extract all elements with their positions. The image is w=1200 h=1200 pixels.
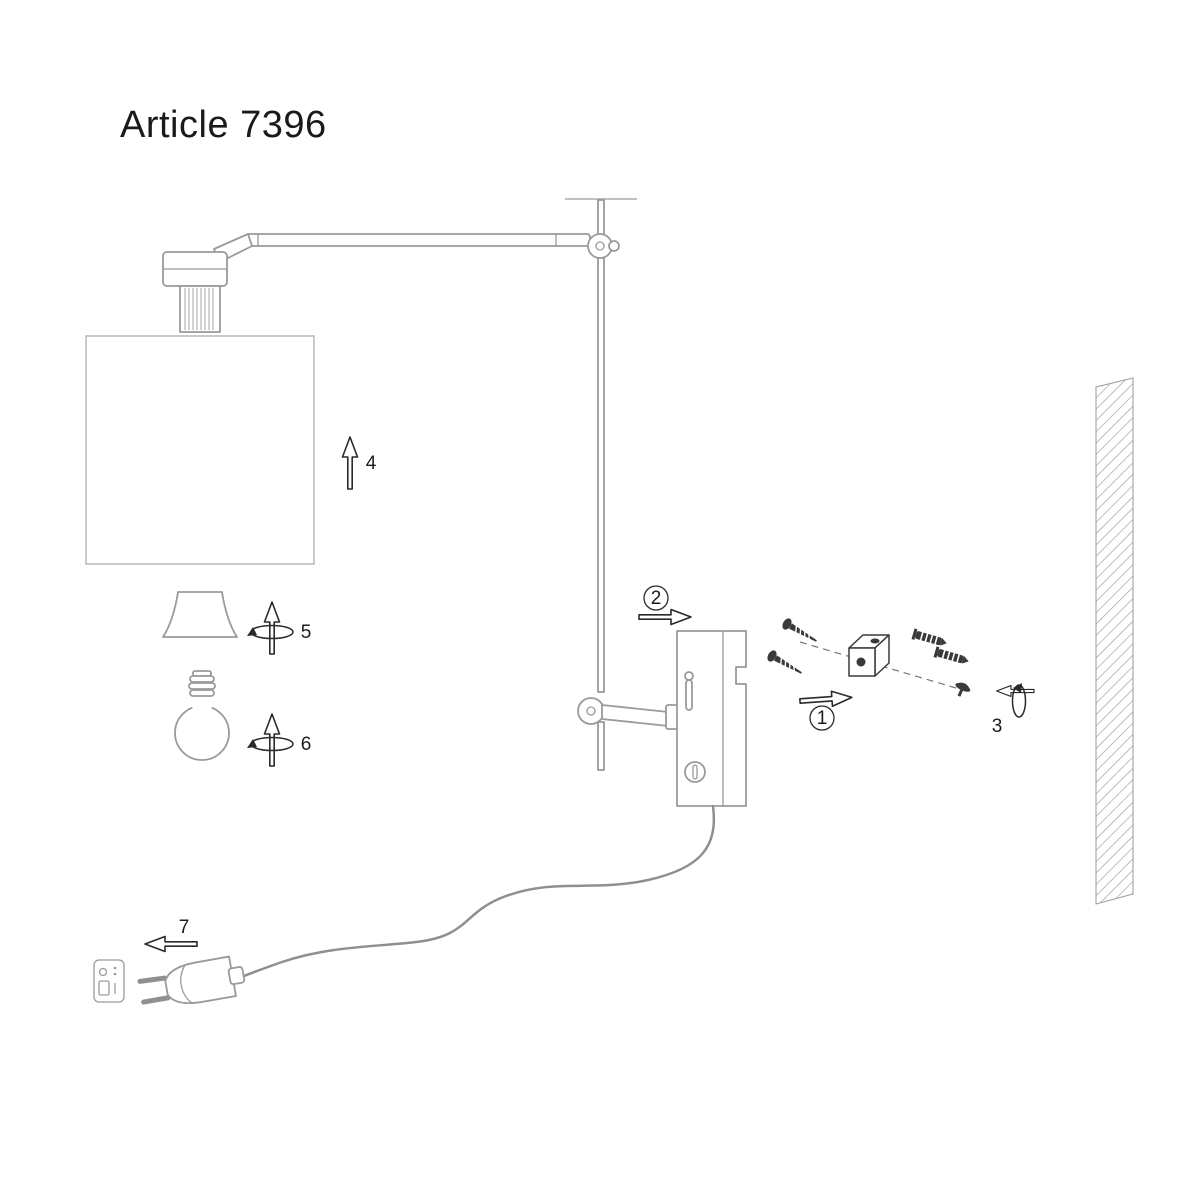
cap-nut-icon — [955, 682, 971, 697]
step-6-label: 6 — [301, 734, 312, 755]
power-knob — [684, 761, 706, 783]
inline-switch-icon — [93, 959, 125, 1003]
step-3-label: 3 — [992, 716, 1003, 737]
step-5-up-arrow-icon — [263, 601, 281, 655]
page-title: Article 7396 — [120, 104, 327, 146]
wall-anchor-icon — [933, 646, 969, 664]
step-4-label: 4 — [366, 453, 377, 474]
step-2-right-arrow-icon — [638, 608, 692, 626]
rod-bottom-stub — [597, 721, 605, 771]
shade-ring — [162, 591, 238, 638]
wall-box — [676, 630, 747, 807]
step-7-left-arrow-icon — [144, 935, 198, 953]
mounting-bracket — [848, 634, 890, 677]
lower-joint — [577, 697, 605, 725]
lampshade-panel — [85, 335, 315, 565]
step-5-label: 5 — [301, 622, 312, 643]
light-bulb — [174, 670, 230, 761]
alignment-dashed-line — [799, 641, 957, 689]
svg-text:2: 2 — [651, 588, 662, 609]
vertical-rod — [597, 257, 605, 693]
wall-anchor-icon — [911, 628, 947, 646]
power-plug — [137, 955, 246, 1005]
rotate-icon — [1011, 683, 1027, 718]
step-1-label: 1 — [809, 705, 835, 731]
screw-icon — [782, 618, 817, 642]
screw-icon — [767, 650, 802, 674]
lamp-socket — [162, 251, 228, 333]
step-6-up-arrow-icon — [263, 713, 281, 767]
svg-text:1: 1 — [817, 708, 828, 729]
rotate-icon — [247, 624, 294, 640]
rotate-icon — [247, 736, 294, 752]
step-4-up-arrow-icon — [341, 436, 359, 490]
step-2-label: 2 — [643, 585, 669, 611]
power-cord — [235, 804, 716, 981]
rod-top-stub — [597, 199, 605, 237]
step-1-right-arrow-icon — [798, 689, 854, 710]
wall-surface — [1095, 377, 1134, 905]
step-7-label: 7 — [179, 917, 190, 938]
top-arm — [245, 233, 591, 247]
upper-joint — [587, 233, 620, 259]
swing-arm-lamp — [162, 198, 747, 807]
